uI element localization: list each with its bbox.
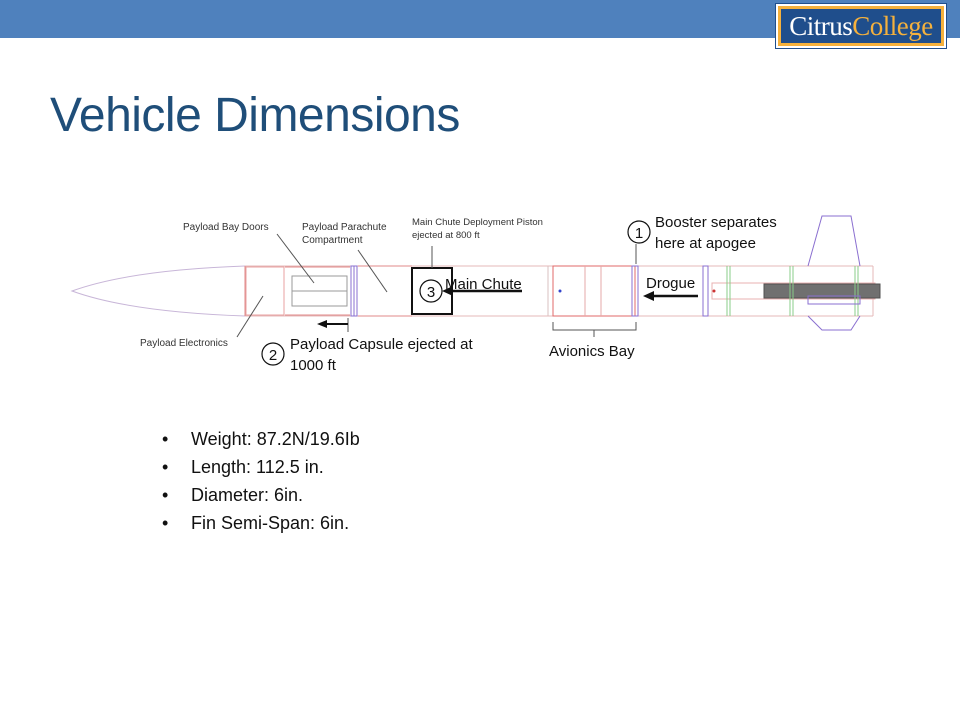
logo-inner: CitrusCollege <box>781 9 941 43</box>
logo-text-college: College <box>852 10 933 41</box>
arrow-left-icon <box>317 320 348 328</box>
label-main-chute: Main Chute <box>445 276 522 293</box>
step-1-circle <box>627 220 651 244</box>
label-main-piston-line1: Main Chute Deployment Piston <box>412 217 543 228</box>
logo-text-citrus: Citrus <box>789 10 853 41</box>
spec-fin-semi-span: Fin Semi-Span: 6in. <box>162 509 360 537</box>
spec-length: Length: 112.5 in. <box>162 453 360 481</box>
label-capsule-line1: Payload Capsule ejected at <box>290 336 473 353</box>
payload-electronics-bay <box>245 266 285 316</box>
step-3-circle <box>419 279 443 303</box>
citrus-college-logo: CitrusCollege <box>775 3 947 49</box>
avionics-bay-box <box>552 265 636 317</box>
label-drogue: Drogue <box>646 275 695 292</box>
slide-title: Vehicle Dimensions <box>50 89 460 142</box>
label-avionics-bay: Avionics Bay <box>549 343 635 360</box>
avionics-bracket <box>552 322 637 331</box>
label-main-piston-line2: ejected at 800 ft <box>412 230 480 241</box>
label-payload-bay-doors: Payload Bay Doors <box>183 222 269 233</box>
avionics-bulkhead <box>631 265 639 317</box>
label-payload-parachute-line2: Compartment <box>302 235 363 246</box>
spec-weight: Weight: 87.2N/19.6Ib <box>162 425 360 453</box>
step-3-number: 3 <box>427 284 435 301</box>
step-2-circle <box>261 342 285 366</box>
label-booster-line2: here at apogee <box>655 235 756 252</box>
leader-payload-doors <box>276 233 315 284</box>
label-booster-line1: Booster separates <box>655 214 777 231</box>
step-1-number: 1 <box>635 225 643 242</box>
nose-cone <box>70 265 246 317</box>
label-capsule-line2: 1000 ft <box>290 357 337 374</box>
spec-diameter: Diameter: 6in. <box>162 481 360 509</box>
fin-top <box>807 215 861 267</box>
avionics-marker-dot <box>558 289 562 293</box>
arrow-left-icon <box>442 286 522 296</box>
fin-root-tab <box>807 295 861 305</box>
specs-list: Weight: 87.2N/19.6Ib Length: 112.5 in. D… <box>162 425 360 537</box>
booster-marker-dot <box>712 289 716 293</box>
leader-payload-electronics <box>236 295 264 338</box>
logo-text: CitrusCollege <box>789 11 933 42</box>
step-2-number: 2 <box>269 347 277 364</box>
leader-parachute-compartment <box>357 249 388 293</box>
label-payload-electronics: Payload Electronics <box>140 338 228 349</box>
booster-bulkhead <box>702 265 709 317</box>
fin-bottom <box>807 315 861 331</box>
label-payload-parachute-line1: Payload Parachute <box>302 222 387 233</box>
arrow-left-icon <box>643 291 698 301</box>
